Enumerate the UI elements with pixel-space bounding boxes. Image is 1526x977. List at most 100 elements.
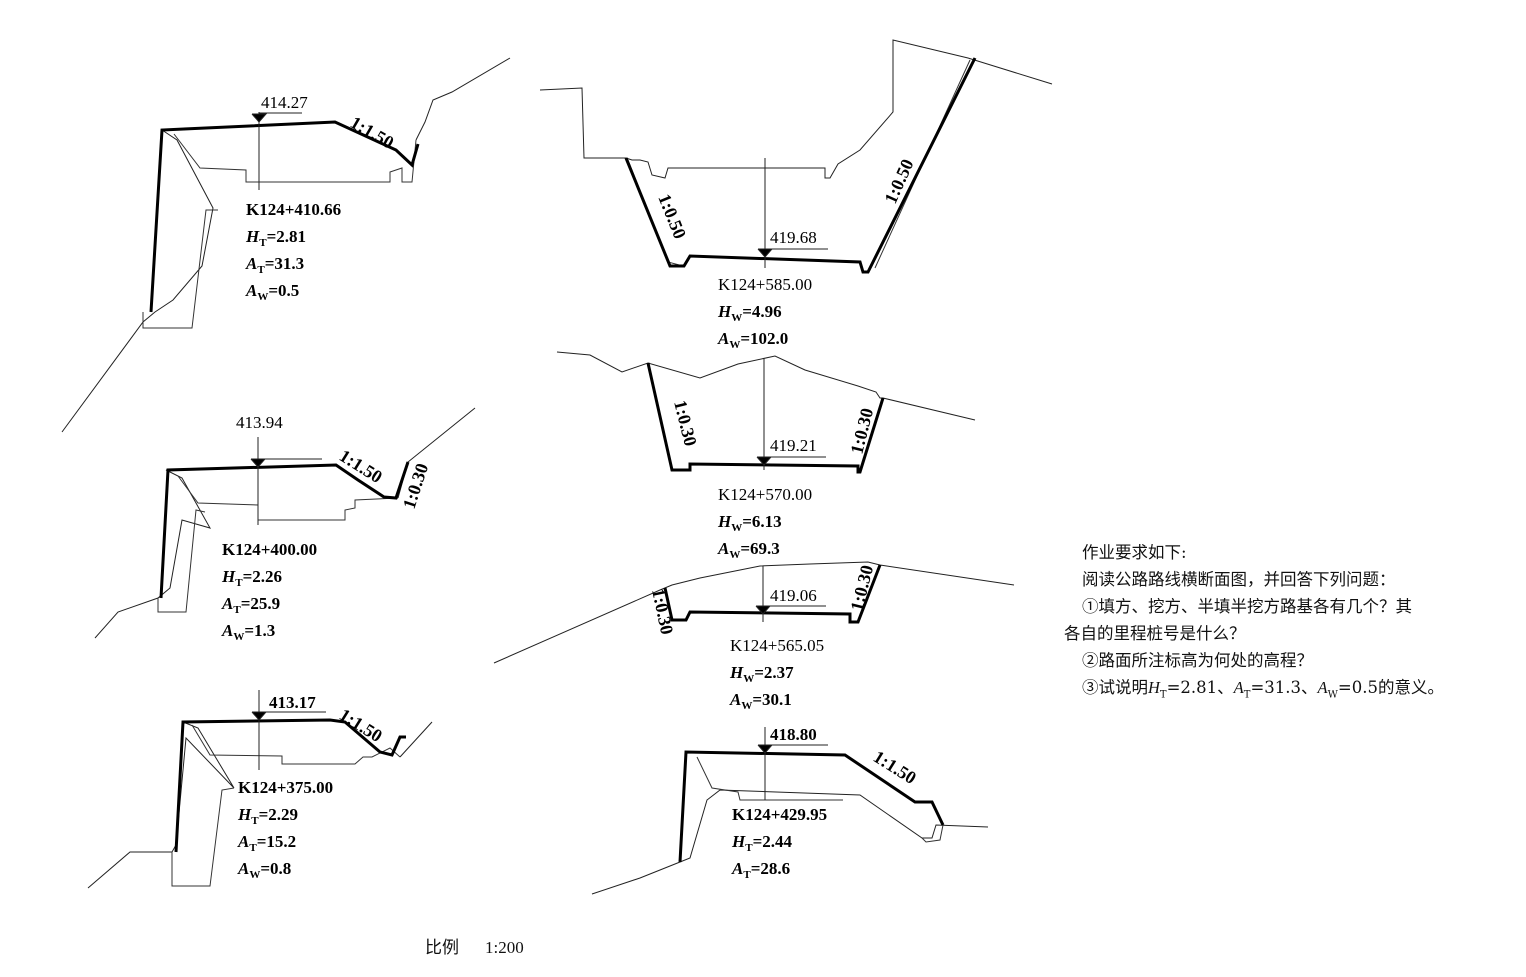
ground-line bbox=[94, 469, 212, 639]
ground-line bbox=[556, 351, 976, 421]
scale-value: 1:200 bbox=[485, 938, 524, 957]
slope-label: 1:0.30 bbox=[648, 587, 677, 637]
ground-line bbox=[61, 129, 214, 433]
value-aw: =0.5的意义。 bbox=[1337, 678, 1444, 697]
param-a-w: AW=0.8 bbox=[237, 859, 291, 881]
task-question-2-text: ②路面所注标高为何处的高程？ bbox=[1082, 651, 1313, 670]
slope-label: 1:0.30 bbox=[399, 461, 432, 511]
param-a-w: AW=102.0 bbox=[717, 329, 788, 351]
task-question-3: ③试说明HT=2.81、AT=31.3、AW=0.5的意义。 bbox=[1064, 674, 1504, 708]
scale-label: 比例 1:200 bbox=[425, 933, 524, 958]
roadbed-profile bbox=[624, 57, 977, 274]
elevation-label: 419.06 bbox=[770, 586, 817, 605]
task-heading: 作业要求如下: bbox=[1064, 539, 1504, 566]
symbol-aw-sub: W bbox=[1327, 689, 1338, 701]
elevation-marker bbox=[757, 744, 774, 754]
elevation-marker bbox=[251, 113, 268, 123]
fill-footing bbox=[171, 787, 235, 887]
section-k124-585-00: 419.68 1:0.50 1:0.50 K124+585.00 HW=4.96… bbox=[539, 39, 1053, 351]
subgrade-outline bbox=[696, 756, 843, 801]
param-h-w: HW=6.13 bbox=[717, 512, 782, 534]
task-question-3-prefix: ③试说明 bbox=[1082, 678, 1148, 697]
ground-line bbox=[87, 721, 235, 889]
slope-label: 1:0.50 bbox=[654, 191, 690, 242]
roadbed-profile bbox=[646, 362, 885, 474]
param-h-t: HT=2.29 bbox=[237, 805, 298, 827]
elevation-marker bbox=[757, 248, 774, 258]
subgrade-outline bbox=[191, 724, 401, 765]
task-intro-text: 阅读公路路线横断面图，并回答下列问题： bbox=[1082, 570, 1396, 589]
elevation-label: 418.80 bbox=[770, 725, 817, 744]
ground-line bbox=[415, 57, 511, 141]
scale-caption: 比例 bbox=[425, 938, 459, 958]
param-a-w: AW=0.5 bbox=[245, 281, 299, 303]
task-question-1-text-2: 各自的里程桩号是什么？ bbox=[1064, 624, 1246, 643]
param-h-t: HT=2.26 bbox=[221, 567, 282, 589]
fill-footing bbox=[157, 509, 206, 613]
roadbed-profile bbox=[149, 120, 420, 313]
param-a-t: AT=15.2 bbox=[237, 832, 296, 854]
section-k124-400-00: 413.94 1:1.50 1:0.30 K124+400.00 HT=2.26… bbox=[94, 407, 476, 643]
station-label: K124+570.00 bbox=[718, 485, 812, 504]
ground-line bbox=[399, 721, 433, 758]
elevation-label: 419.21 bbox=[770, 436, 817, 455]
param-a-w: AW=30.1 bbox=[729, 690, 792, 712]
symbol-aw: A bbox=[1317, 678, 1328, 697]
task-question-2: ②路面所注标高为何处的高程？ bbox=[1064, 647, 1504, 674]
section-k124-410-66: 414.27 1:1.50 K124+410.66 HT=2.81AT=31.3… bbox=[61, 57, 511, 433]
assignment-text: 作业要求如下: 阅读公路路线横断面图，并回答下列问题： ①填方、挖方、半填半挖方… bbox=[1064, 539, 1504, 708]
fill-footing bbox=[921, 824, 944, 843]
param-a-t: AT=25.9 bbox=[221, 594, 280, 616]
station-label: K124+565.05 bbox=[730, 636, 824, 655]
elevation-label: 413.17 bbox=[269, 693, 316, 712]
task-question-1-continued: 各自的里程桩号是什么？ bbox=[1064, 620, 1504, 647]
section-k124-570-00: 419.21 1:0.30 1:0.30 K124+570.00 HW=6.13… bbox=[556, 351, 976, 561]
param-h-w: HW=4.96 bbox=[717, 302, 782, 324]
symbol-at-sub: T bbox=[1243, 689, 1251, 701]
task-question-1-text: ①填方、挖方、半填半挖方路基各有几个？其 bbox=[1082, 597, 1412, 616]
subgrade-outline bbox=[173, 133, 417, 183]
section-k124-565-05: 419.06 1:0.30 1:0.30 K124+565.05 HW=2.37… bbox=[493, 561, 1015, 712]
param-a-t: AT=28.6 bbox=[731, 859, 790, 881]
task-intro: 阅读公路路线横断面图，并回答下列问题： bbox=[1064, 566, 1504, 593]
slope-label: 1:1.50 bbox=[870, 746, 920, 788]
ground-line bbox=[591, 789, 989, 895]
symbol-at: A bbox=[1233, 678, 1244, 697]
roadbed-profile bbox=[663, 564, 882, 624]
elevation-marker bbox=[251, 711, 268, 721]
param-h-t: HT=2.44 bbox=[731, 832, 793, 854]
symbol-h-sub: T bbox=[1159, 689, 1167, 701]
station-label: K124+429.95 bbox=[732, 805, 827, 824]
value-at: =31.3、 bbox=[1250, 678, 1318, 697]
section-k124-375-00: 413.17 1:1.50 K124+375.00 HT=2.29AT=15.2… bbox=[87, 690, 433, 889]
task-heading-text: 作业要求如下: bbox=[1082, 543, 1187, 562]
roadbed-profile bbox=[159, 461, 410, 599]
param-a-w: AW=1.3 bbox=[221, 621, 275, 643]
slope-label: 1:1.50 bbox=[336, 704, 386, 746]
value-h: =2.81、 bbox=[1166, 678, 1234, 697]
station-label: K124+400.00 bbox=[222, 540, 317, 559]
param-h-t: HT=2.81 bbox=[245, 227, 306, 249]
slope-label: 1:0.30 bbox=[670, 398, 701, 448]
param-a-t: AT=31.3 bbox=[245, 254, 304, 276]
roadbed-profile bbox=[174, 718, 406, 853]
station-label: K124+375.00 bbox=[238, 778, 333, 797]
elevation-label: 414.27 bbox=[261, 93, 308, 112]
station-label: K124+585.00 bbox=[718, 275, 812, 294]
task-question-1: ①填方、挖方、半填半挖方路基各有几个？其 bbox=[1064, 593, 1504, 620]
slope-label: 1:1.50 bbox=[347, 112, 397, 153]
elevation-label: 413.94 bbox=[236, 413, 283, 432]
param-a-w: AW=69.3 bbox=[717, 539, 780, 561]
roadbed-profile bbox=[678, 750, 945, 863]
subgrade-outline bbox=[177, 475, 399, 521]
elevation-label: 419.68 bbox=[770, 228, 817, 247]
station-label: K124+410.66 bbox=[246, 200, 341, 219]
